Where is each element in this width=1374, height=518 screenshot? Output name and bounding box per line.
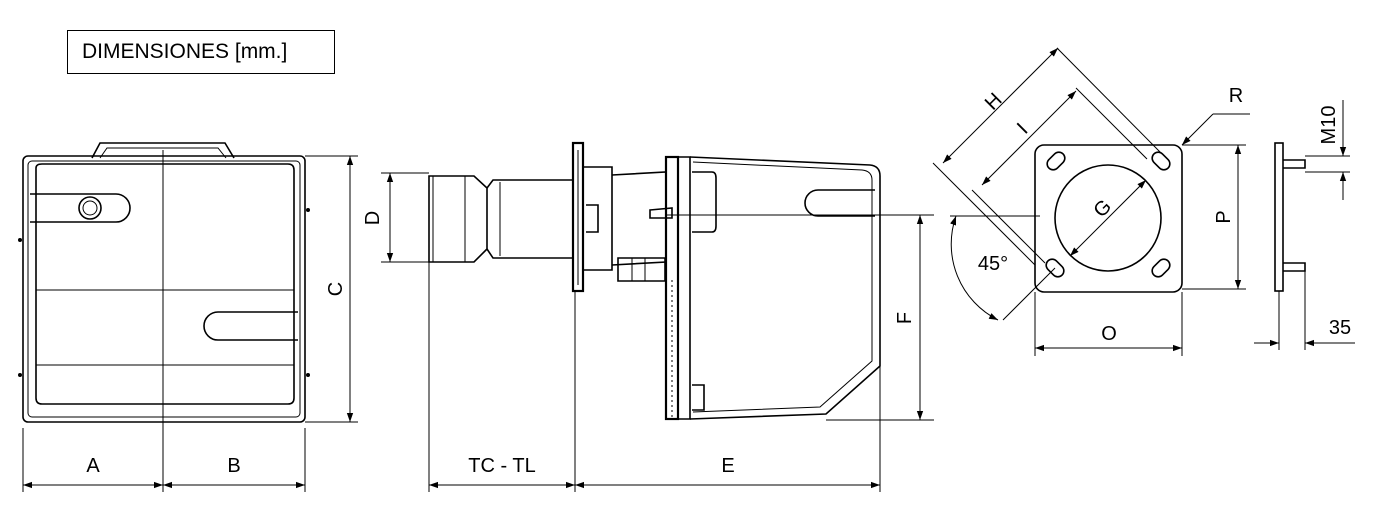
dim-label-m10: M10 <box>1318 106 1340 145</box>
dim-label-o: O <box>1101 323 1117 345</box>
side-view <box>428 141 881 421</box>
dim-label-i: I <box>1013 119 1032 138</box>
side-view-dimensions <box>381 172 934 492</box>
dim-label-g: G <box>1089 195 1116 222</box>
dim-label-e: E <box>721 455 734 477</box>
dim-label-h: H <box>981 89 1007 115</box>
dim-label-tc-tl: TC - TL <box>468 455 535 477</box>
dim-label-r: R <box>1229 85 1243 107</box>
dim-label-d: D <box>362 211 384 225</box>
dim-label-f: F <box>894 312 916 324</box>
front-view-dimensions <box>22 155 358 492</box>
dim-label-b: B <box>227 455 240 477</box>
dim-label-a: A <box>86 455 100 477</box>
dim-label-p: P <box>1213 210 1235 223</box>
dim-label-angle: 45° <box>978 253 1008 275</box>
dimensions-title: DIMENSIONES [mm.] <box>67 30 335 74</box>
flange-view-dimensions <box>932 47 1250 356</box>
dim-label-35: 35 <box>1329 317 1351 339</box>
stud-bolt-view <box>1254 100 1355 350</box>
front-view <box>18 142 310 428</box>
dim-label-c: C <box>325 282 347 296</box>
flange-view <box>1034 144 1183 293</box>
